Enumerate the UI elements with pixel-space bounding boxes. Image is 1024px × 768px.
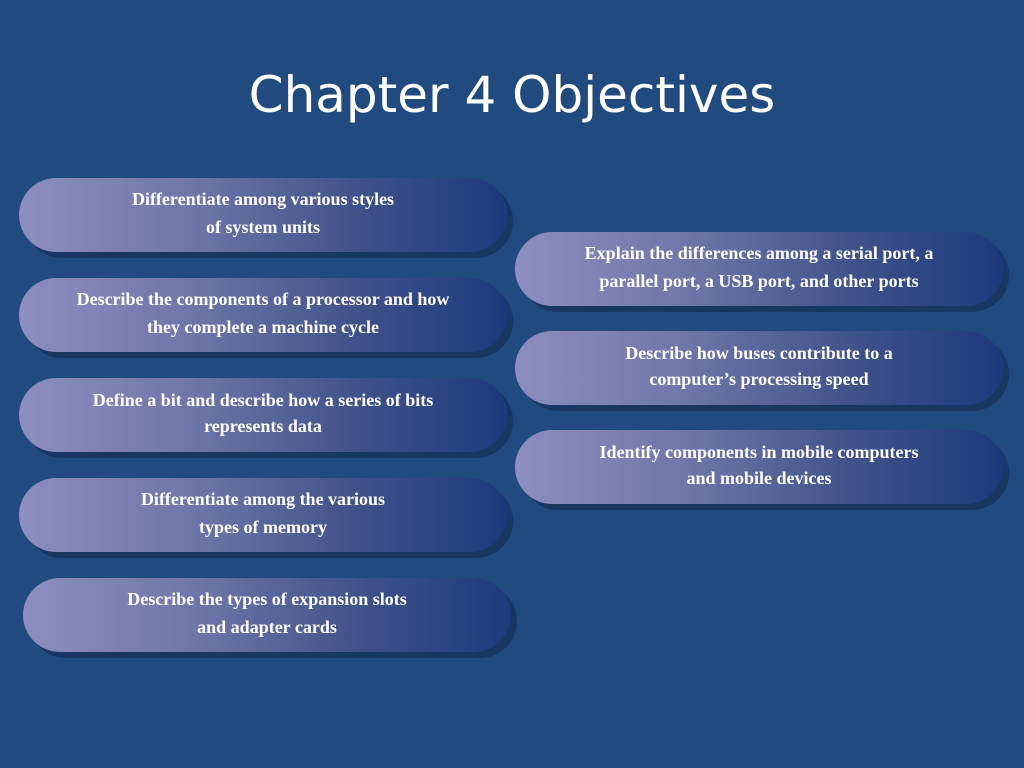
objective-text: Describe how buses contribute to a compu… <box>625 343 893 389</box>
objective-memory: Differentiate among the various types of… <box>19 478 507 552</box>
objective-text: Explain the differences among a serial p… <box>584 243 934 291</box>
objective-processor: Describe the components of a processor a… <box>19 278 507 352</box>
objective-text: Describe the components of a processor a… <box>76 289 450 337</box>
objective-expansion-slots: Describe the types of expansion slots an… <box>23 578 511 652</box>
objective-bits: Define a bit and describe how a series o… <box>19 378 507 452</box>
slide-title: Chapter 4 Objectives <box>248 66 776 124</box>
objective-text: Identify components in mobile computers … <box>599 442 919 488</box>
objective-buses: Describe how buses contribute to a compu… <box>515 331 1003 405</box>
objective-system-units: Differentiate among various styles of sy… <box>19 178 507 252</box>
objective-text: Define a bit and describe how a series o… <box>92 390 434 436</box>
objective-mobile: Identify components in mobile computers … <box>515 430 1003 504</box>
objective-ports: Explain the differences among a serial p… <box>515 232 1003 306</box>
objective-text: Describe the types of expansion slots an… <box>127 589 407 637</box>
objective-text: Differentiate among various styles of sy… <box>131 189 395 237</box>
objective-text: Differentiate among the various types of… <box>140 489 386 537</box>
